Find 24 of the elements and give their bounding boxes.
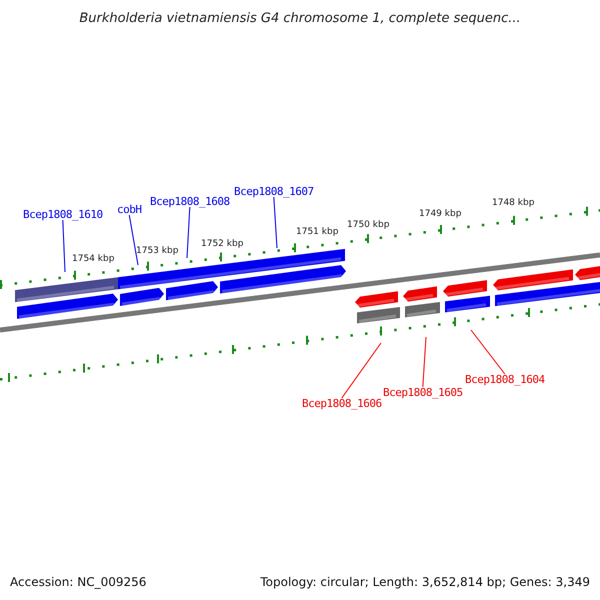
title: Burkholderia vietnamiensis G4 chromosome 1, complete sequenc... <box>78 12 522 25</box>
leader-line <box>470 330 506 374</box>
scale-label: 1753 kbp <box>136 247 178 256</box>
scale-label: 1748 kbp <box>492 199 534 208</box>
gene-label: Bcep1808_1606 <box>302 398 382 409</box>
scale-label: 1749 kbp <box>419 210 462 219</box>
gene-label: Bcep1808_1607 <box>234 186 314 197</box>
leader-line <box>422 336 426 388</box>
accession-text: Accession: NC_009256 <box>10 576 146 588</box>
gene-label: Bcep1808_1605 <box>383 387 463 398</box>
summary-text: Topology: circular; Length: 3,652,814 bp; Genes: 3,349 <box>260 576 590 588</box>
gene-label: Bcep1808_1604 <box>465 374 545 385</box>
gene-label: Bcep1808_1608 <box>150 196 230 207</box>
leader-line <box>128 214 138 266</box>
gene-label: cobH <box>117 204 142 215</box>
gene-label: Bcep1808_1610 <box>23 209 103 220</box>
scale-label: 1754 kbp <box>72 255 114 264</box>
scale-label: 1750 kbp <box>347 221 390 230</box>
scale-label: 1752 kbp <box>201 240 244 249</box>
leader-line <box>62 220 66 272</box>
leader-line <box>341 342 382 398</box>
scale-label: 1751 kbp <box>296 228 338 237</box>
leader-line <box>273 196 278 248</box>
leader-line <box>186 206 190 258</box>
